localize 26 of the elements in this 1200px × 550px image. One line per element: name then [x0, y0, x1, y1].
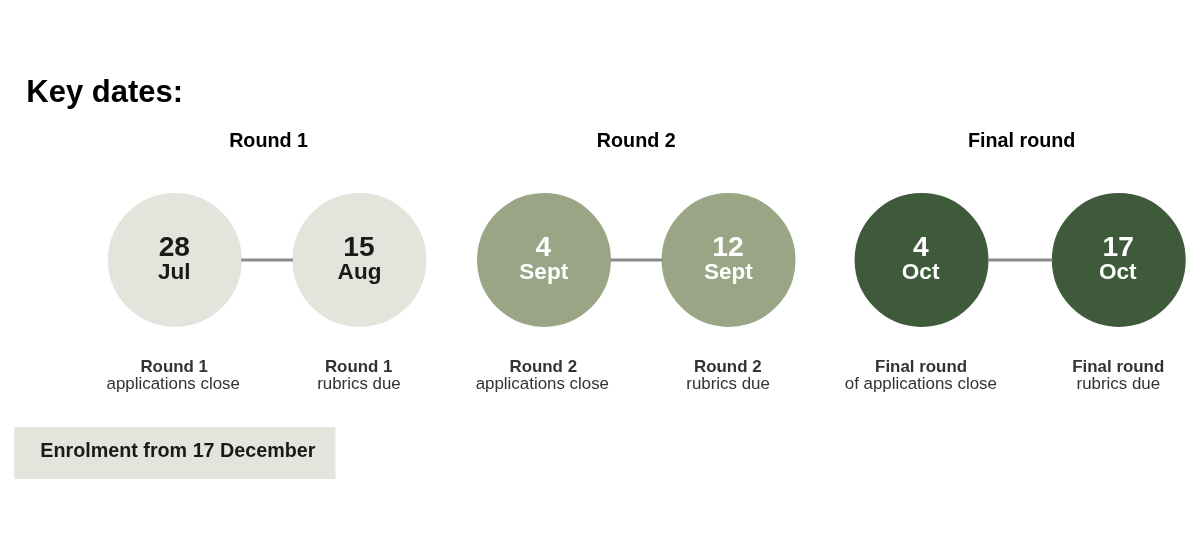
node-label: Final round	[875, 356, 968, 376]
node-label: Final round	[1072, 356, 1165, 376]
node-label: of applications close	[844, 373, 997, 393]
node-circle: 15 Aug	[292, 192, 427, 327]
node-label: Round 2	[509, 356, 578, 376]
node-label: rubrics due	[1076, 373, 1161, 393]
node-label: rubrics due	[317, 373, 401, 393]
diagram-title: Key dates:	[26, 73, 183, 109]
node-label: rubrics due	[686, 373, 770, 393]
node-box: Enrolment from 17 December	[14, 426, 336, 479]
node-circle: 12 Sept	[661, 192, 796, 327]
node-label: applications close	[106, 373, 240, 393]
node-label: applications close	[475, 373, 609, 393]
node-circle: 28 Jul	[108, 192, 242, 327]
node-circle: 4 Sept	[477, 192, 611, 327]
connector	[610, 258, 663, 261]
connector	[241, 258, 293, 261]
node-label: Round 1	[140, 356, 208, 376]
node-label: Round 1	[324, 356, 393, 376]
label: Round 1	[229, 128, 309, 151]
node-circle: 4 Oct	[854, 192, 989, 327]
connector	[987, 258, 1053, 261]
node-label: Round 2	[694, 356, 762, 376]
label: Final round	[968, 128, 1076, 151]
label: Round 2	[596, 128, 676, 151]
node-circle: 17 Oct	[1051, 192, 1186, 327]
